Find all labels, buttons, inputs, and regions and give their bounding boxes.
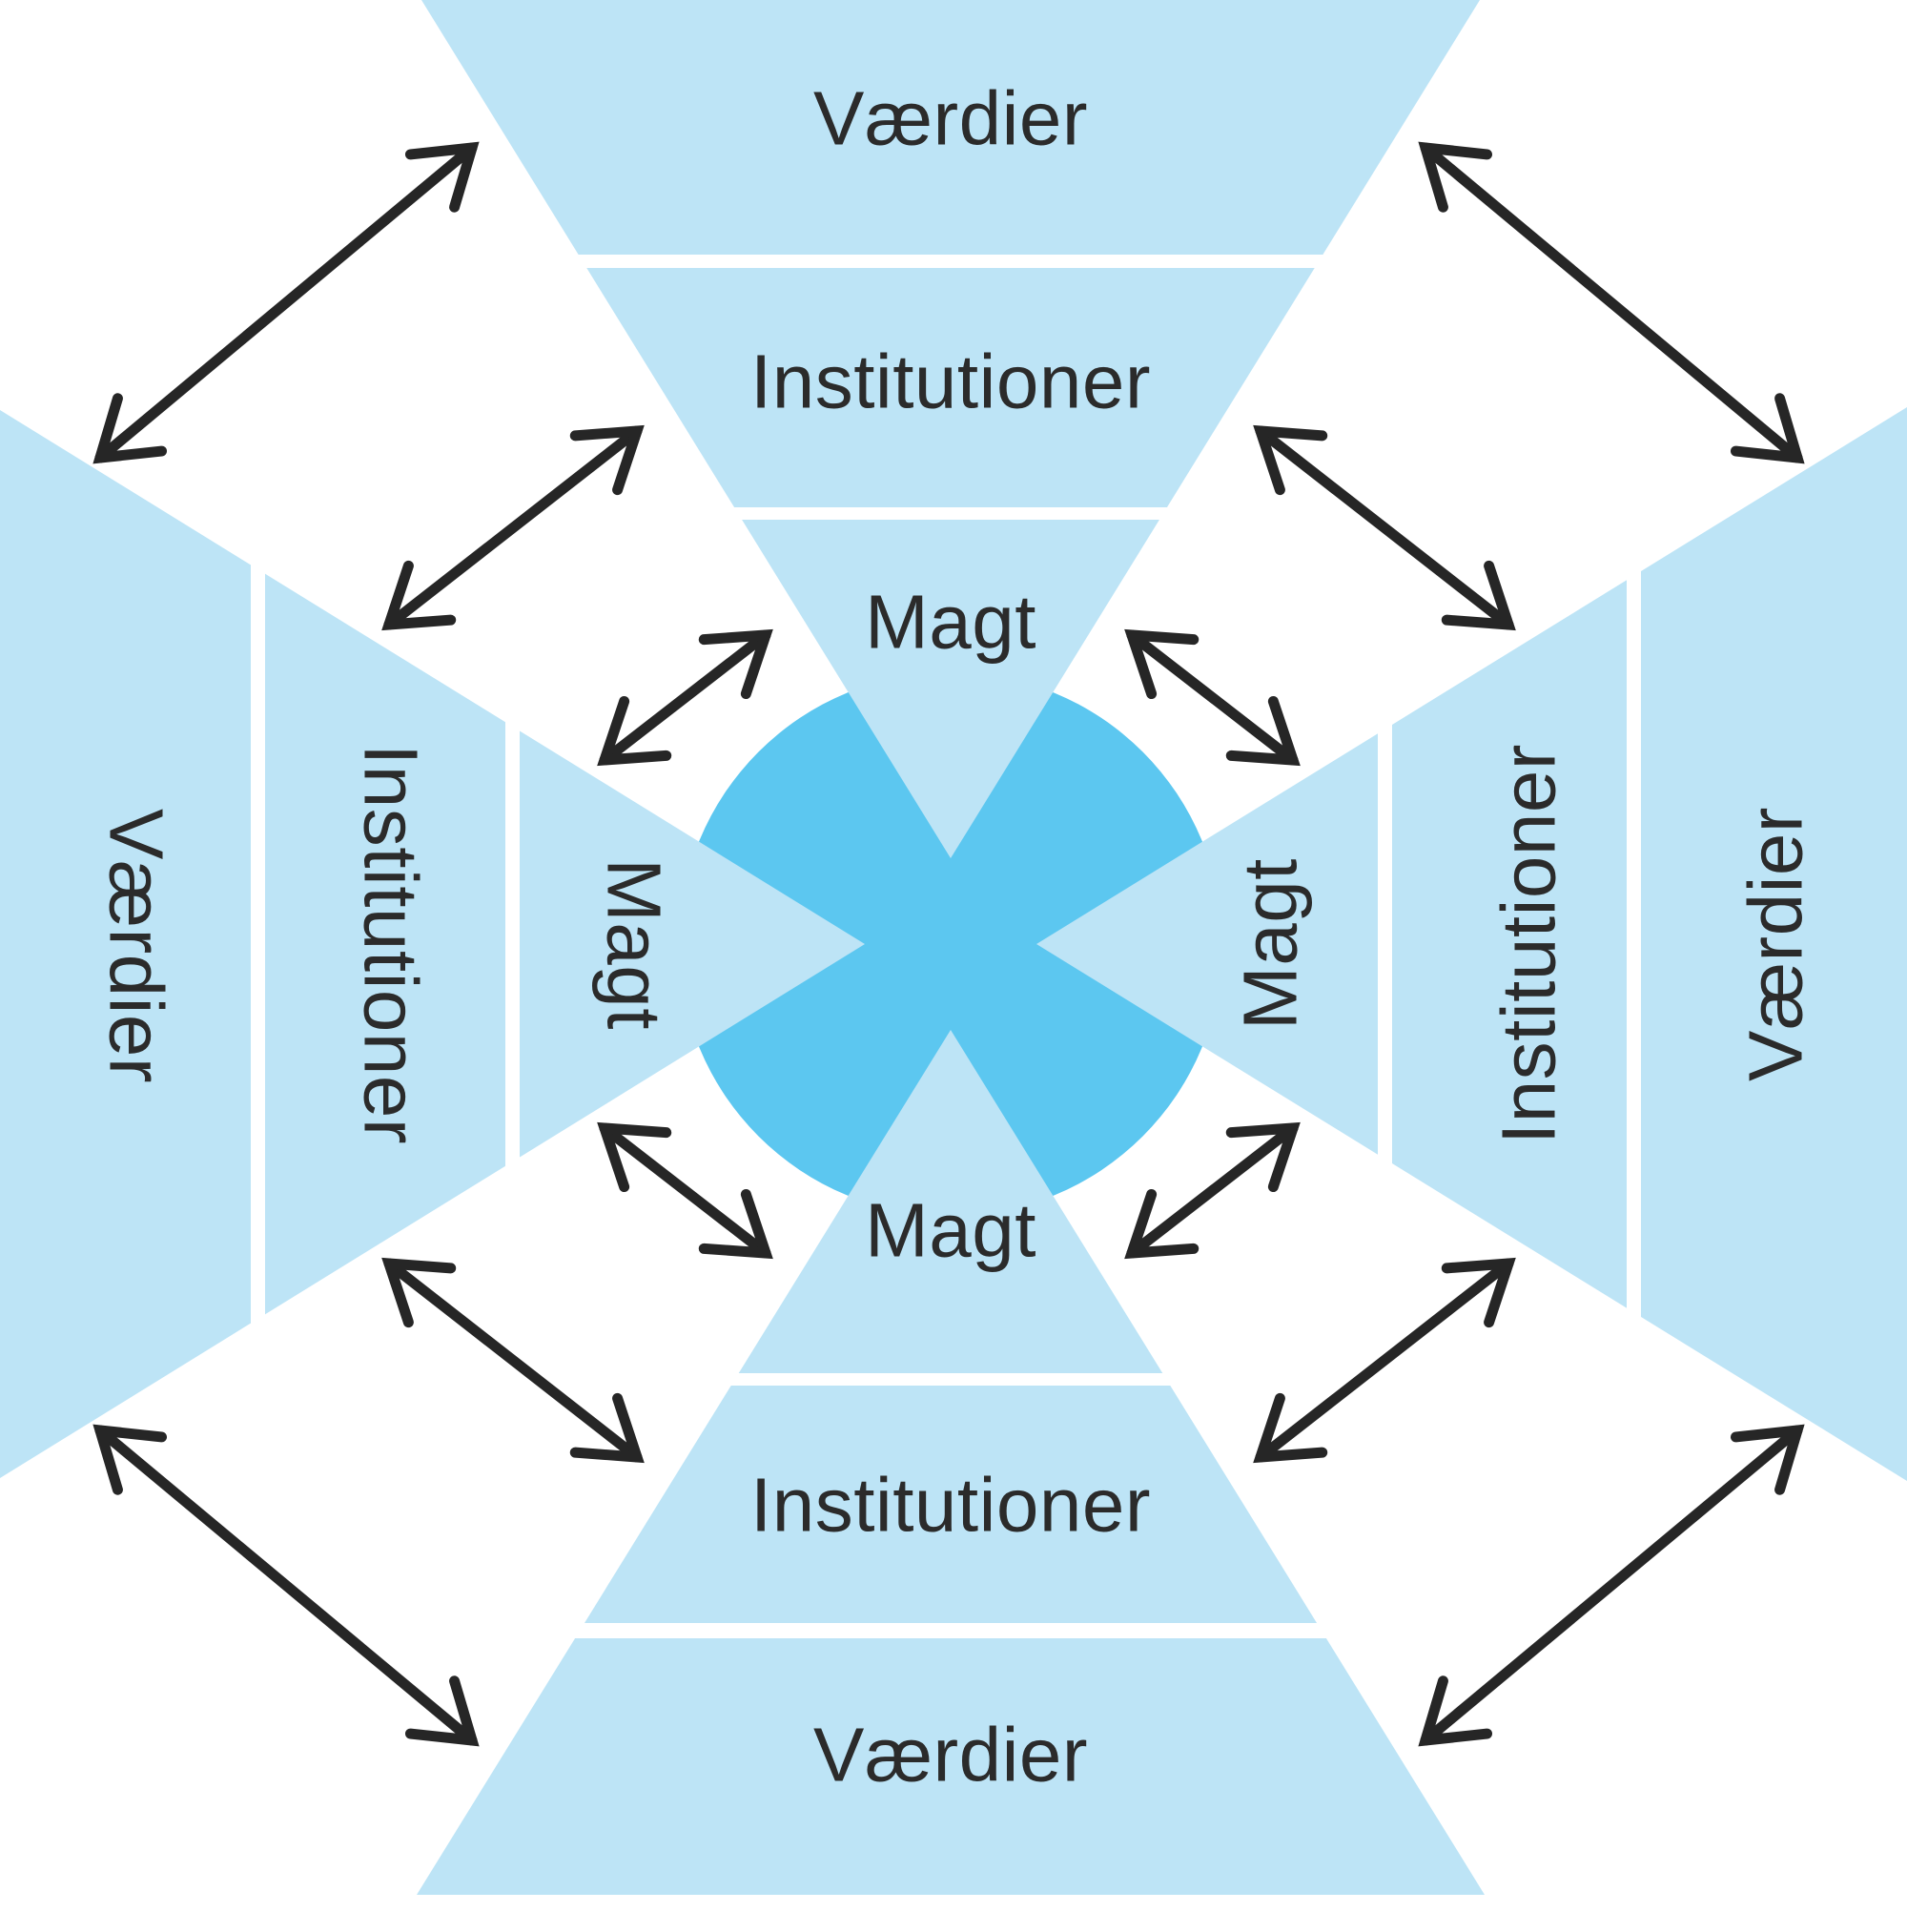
label-left-vaerdier: Værdier	[94, 809, 179, 1083]
double-arrow-icon-topright-middle	[1253, 424, 1516, 631]
label-right-magt: Magt	[1228, 858, 1313, 1030]
label-left-institutioner: Institutioner	[349, 744, 434, 1144]
divider-left-inner	[505, 658, 520, 1230]
double-arrow-icon-bottomleft-inner	[597, 1121, 773, 1260]
label-top-vaerdier: Værdier	[813, 76, 1088, 161]
divider-left-outer	[251, 534, 265, 1354]
label-bottom-vaerdier: Værdier	[813, 1713, 1088, 1798]
label-bottom-institutioner: Institutioner	[750, 1463, 1151, 1548]
divider-bottom-outer	[534, 1623, 1373, 1638]
divider-right-outer	[1627, 534, 1641, 1354]
divider-right-inner	[1378, 658, 1392, 1230]
divider-top-outer	[534, 255, 1373, 268]
wedge-right	[1036, 407, 1907, 1481]
double-arrow-icon-bottomright-outer	[1418, 1424, 1805, 1747]
double-arrow-icon-topleft-outer	[92, 141, 480, 464]
double-arrow-icon-bottomright-middle	[1253, 1257, 1516, 1464]
double-arrow-icon-bottomleft-outer	[92, 1424, 480, 1747]
double-arrow-icon-bottomright-inner	[1124, 1121, 1301, 1260]
wedge-left	[0, 410, 865, 1478]
double-arrow-icon-topleft-inner	[597, 628, 773, 767]
label-right-institutioner: Institutioner	[1487, 744, 1571, 1144]
double-arrow-icon-bottomleft-middle	[381, 1257, 645, 1464]
double-arrow-icon-topright-inner	[1124, 628, 1301, 767]
label-top-institutioner: Institutioner	[750, 339, 1151, 424]
center-circle	[679, 672, 1222, 1216]
divider-bottom-inner	[658, 1373, 1240, 1386]
double-arrow-icon-topleft-middle	[381, 424, 645, 631]
label-right-vaerdier: Værdier	[1733, 807, 1818, 1081]
label-top-magt: Magt	[865, 580, 1036, 665]
divider-top-inner	[658, 507, 1240, 520]
label-left-magt: Magt	[592, 858, 677, 1030]
wedge-top	[421, 0, 1480, 858]
wedge-bottom	[417, 1030, 1485, 1895]
double-arrow-icon-topright-outer	[1418, 141, 1805, 464]
label-bottom-magt: Magt	[865, 1188, 1036, 1273]
